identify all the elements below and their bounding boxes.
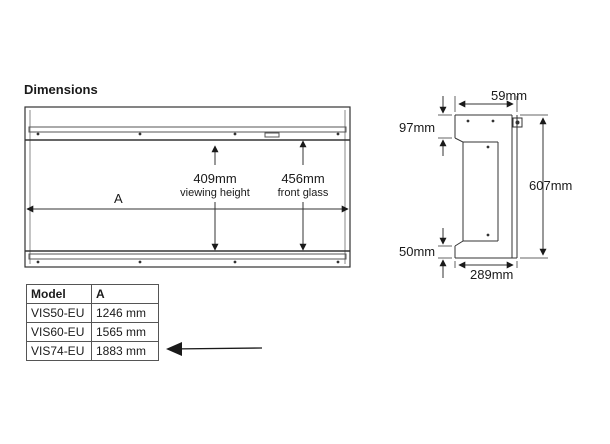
model-cell: VIS60-EU: [26, 322, 92, 342]
front-top-clip: [264, 132, 280, 138]
glass-height-caption: front glass: [278, 187, 329, 199]
width-cell: 1883 mm: [91, 341, 159, 361]
viewing-height-caption: viewing height: [180, 187, 250, 199]
depth-label: 289mm: [470, 267, 513, 282]
side-front-bezel: [454, 137, 464, 247]
side-view: [438, 96, 548, 278]
glass-height-value: 456mm: [281, 171, 324, 186]
front-outer-frame: [24, 106, 351, 268]
model-cell: VIS50-EU: [26, 303, 92, 323]
viewing-height-value: 409mm: [193, 171, 236, 186]
width-cell: 1565 mm: [91, 322, 159, 342]
table-row: VIS60-EU 1565 mm: [26, 322, 159, 342]
section-heading: Dimensions: [24, 82, 98, 97]
width-cell: 1246 mm: [91, 303, 159, 323]
model-cell: VIS74-EU: [26, 341, 92, 361]
model-dimension-table: Model A VIS50-EU 1246 mm VIS60-EU 1565 m…: [26, 284, 159, 361]
top-depth-label: 59mm: [491, 88, 527, 103]
table-header-row: Model A: [26, 284, 159, 304]
width-label: A: [114, 191, 123, 206]
front-bottom-trim: [28, 253, 347, 260]
header-model: Model: [26, 284, 92, 304]
table-row: VIS50-EU 1246 mm: [26, 303, 159, 323]
table-row: VIS74-EU 1883 mm: [26, 341, 159, 361]
height-label: 607mm: [529, 178, 572, 193]
top-offset-label: 97mm: [399, 120, 435, 135]
header-a: A: [91, 284, 159, 304]
front-top-trim: [28, 126, 347, 133]
bottom-offset-label: 50mm: [399, 244, 435, 259]
front-view: [24, 106, 351, 268]
row-pointer-line: [168, 347, 263, 350]
side-top-bracket: [512, 117, 523, 128]
row-pointer-head: [166, 342, 182, 356]
